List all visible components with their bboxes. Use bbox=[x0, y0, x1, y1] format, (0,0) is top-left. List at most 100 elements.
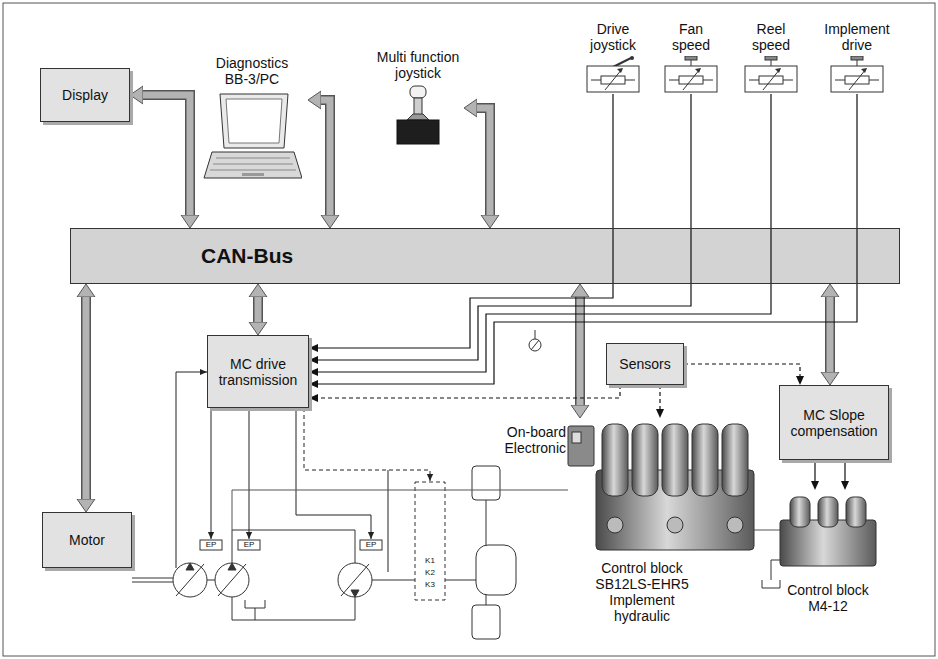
icon-holder bbox=[663, 53, 719, 94]
wheel bbox=[472, 466, 500, 500]
signal-connector bbox=[318, 94, 691, 360]
pump-symbol bbox=[173, 563, 207, 597]
potentiometer-symbol bbox=[829, 56, 885, 94]
shaft bbox=[207, 580, 215, 581]
node-label: Control block M4-12 bbox=[774, 582, 882, 614]
speed-sensor-wire bbox=[388, 470, 389, 572]
bus-outline bbox=[575, 297, 585, 405]
valve-section bbox=[818, 497, 838, 527]
signal-connector bbox=[684, 364, 800, 376]
display-box: Display bbox=[40, 68, 130, 122]
valve-port bbox=[667, 517, 683, 533]
icon-holder bbox=[585, 53, 641, 94]
bus-outline bbox=[321, 100, 330, 215]
bus-connector bbox=[830, 297, 831, 372]
node-label: Motor bbox=[69, 532, 105, 548]
pump-arrow bbox=[218, 564, 246, 596]
hydraulic-loop bbox=[232, 530, 355, 563]
bus-connector bbox=[258, 297, 259, 322]
signal-connector bbox=[318, 94, 613, 348]
onboard-electronic-box bbox=[568, 426, 594, 466]
connector-line bbox=[844, 460, 845, 481]
signal-connector bbox=[815, 460, 816, 481]
control-block-m4 bbox=[762, 497, 876, 588]
tank-symbol bbox=[762, 580, 780, 588]
valve-section bbox=[846, 497, 866, 527]
connector-line bbox=[318, 94, 771, 372]
bus-outline bbox=[81, 297, 91, 499]
drive-circuit bbox=[132, 466, 516, 639]
control-block-sb12 bbox=[568, 424, 754, 550]
connector-line bbox=[659, 385, 660, 409]
ep-solenoid bbox=[238, 540, 260, 550]
bus-connector bbox=[86, 297, 87, 499]
node-label: On-board Electronic bbox=[500, 424, 566, 456]
shaft bbox=[372, 580, 415, 581]
part-label: K2 bbox=[418, 568, 442, 578]
valve-section bbox=[722, 424, 748, 496]
valve-section bbox=[602, 424, 628, 496]
motor-arrow bbox=[341, 564, 369, 596]
bus-band-fill bbox=[70, 228, 900, 284]
bus-outline bbox=[477, 108, 490, 215]
signal-connector bbox=[318, 94, 771, 372]
connector-line bbox=[684, 364, 800, 376]
part-label: EP bbox=[200, 540, 222, 550]
node-label: Implement drive bbox=[822, 21, 892, 53]
connector-line bbox=[318, 94, 691, 360]
pump-triangle bbox=[228, 563, 236, 570]
node-label: Diagnostics BB-3/PC bbox=[207, 55, 297, 87]
node-label: CAN-Bus bbox=[201, 244, 293, 268]
gauge-needle bbox=[531, 340, 539, 350]
ep-solenoid bbox=[360, 540, 382, 550]
pump-triangle bbox=[186, 563, 194, 570]
can-bus-band: CAN-Bus bbox=[70, 228, 900, 284]
wheel bbox=[472, 605, 500, 639]
control-wire bbox=[296, 408, 371, 539]
connector-line bbox=[321, 100, 330, 215]
bus-connector bbox=[580, 297, 581, 405]
gauge-symbol bbox=[529, 330, 541, 351]
tank-line bbox=[255, 608, 256, 620]
connector-line bbox=[814, 460, 815, 481]
bus-connector bbox=[321, 100, 330, 215]
potentiometer-symbol bbox=[743, 56, 799, 94]
tank-symbol bbox=[245, 600, 265, 608]
motor-box: Motor bbox=[42, 512, 132, 568]
shaft bbox=[132, 578, 173, 579]
bus-outline bbox=[143, 95, 190, 215]
joystick-potentiometer-symbol bbox=[585, 56, 641, 94]
valve-port bbox=[727, 517, 743, 533]
shaft bbox=[132, 582, 173, 583]
connector-line bbox=[143, 95, 190, 215]
fan-speed-potentiometer: Fan speed bbox=[662, 8, 720, 94]
sensor-box: Sensors bbox=[606, 343, 684, 385]
motor-symbol bbox=[338, 563, 372, 597]
valve-port bbox=[607, 517, 623, 533]
hydraulic-line bbox=[232, 490, 568, 530]
part-label: K1 bbox=[418, 556, 442, 566]
bus-outline bbox=[825, 297, 835, 372]
speed-sensor-wire bbox=[176, 372, 207, 568]
connector-line bbox=[318, 385, 620, 398]
gearbox-wire bbox=[304, 408, 430, 481]
drive-joystick: Drive joystick bbox=[584, 24, 642, 94]
node-label: Reel speed bbox=[746, 21, 796, 53]
node-label: MC drive transmission bbox=[214, 356, 302, 388]
joystick-icon bbox=[393, 84, 443, 146]
tank-line bbox=[771, 560, 780, 580]
node-label: Display bbox=[62, 87, 108, 103]
controller-box: MC drive transmission bbox=[207, 335, 309, 408]
valve-section bbox=[632, 424, 658, 496]
icon-holder bbox=[743, 53, 799, 94]
implement-drive-potentiometer: Implement drive bbox=[822, 8, 892, 94]
laptop-icon bbox=[202, 90, 302, 182]
part-label: EP bbox=[360, 540, 382, 550]
ep-solenoid bbox=[200, 540, 222, 550]
node-label: Fan speed bbox=[666, 21, 716, 53]
gauge-circle bbox=[529, 339, 541, 351]
gearbox-box bbox=[415, 482, 445, 600]
